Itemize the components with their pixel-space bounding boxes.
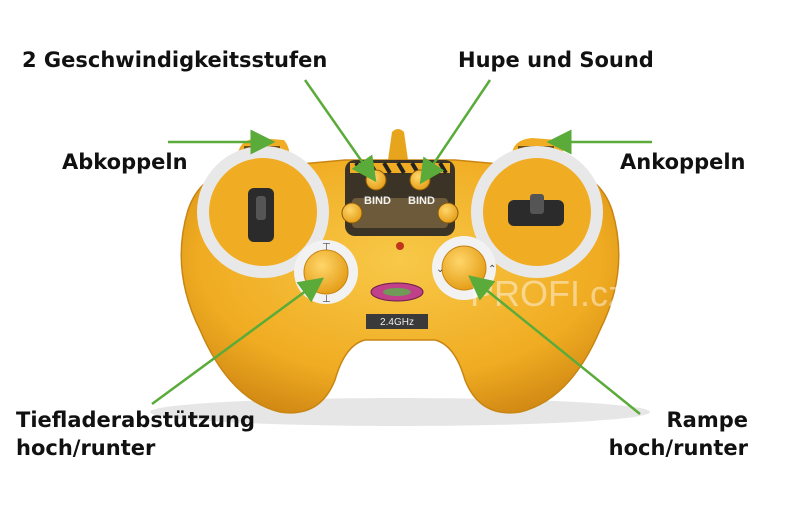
label-support: Tiefladerabstützung hoch/runter (16, 406, 255, 462)
frequency-plate (366, 314, 428, 329)
label-couple: Ankoppeln (620, 150, 746, 174)
label-horn-sound: Hupe und Sound (458, 48, 654, 72)
callout-arrows (151, 79, 652, 415)
label-ramp: Rampe hoch/runter (609, 406, 748, 462)
svg-text:⊥: ⊥ (322, 294, 331, 305)
bind-right-label: BIND (408, 195, 435, 207)
svg-text:⌃: ⌃ (488, 264, 496, 275)
arrow-support (151, 277, 325, 406)
arrow-ramp (468, 275, 641, 415)
label-support-line1: Tiefladerabstützung (16, 408, 256, 432)
label-speed-levels: 2 Geschwindigkeitsstufen (22, 48, 328, 72)
label-support-line2: hoch/runter (16, 436, 156, 460)
arrow-speed (303, 79, 377, 183)
bind-right-button (437, 202, 459, 224)
arrow-horn (419, 79, 492, 185)
frequency-label: 2.4GHz (380, 317, 414, 328)
svg-text:⊤: ⊤ (322, 242, 331, 253)
label-ramp-line1: Rampe (666, 408, 749, 432)
bind-left-label: BIND (364, 195, 391, 207)
antenna (388, 129, 408, 160)
indicator-led (396, 242, 404, 250)
watermark: PROFI.cz (470, 273, 626, 314)
svg-text:⌄: ⌄ (436, 264, 444, 275)
label-ramp-line2: hoch/runter (608, 436, 748, 460)
bind-left-button (341, 202, 363, 224)
label-decouple: Abkoppeln (62, 150, 188, 174)
